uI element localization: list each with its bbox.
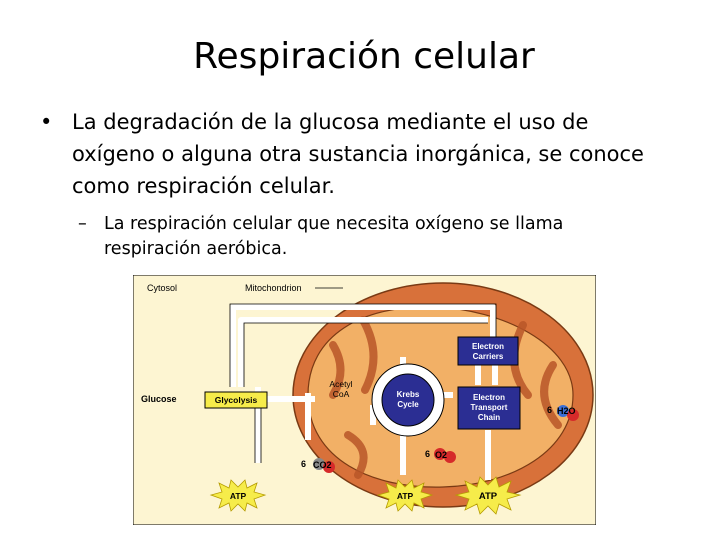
cytosol-label: Cytosol — [147, 283, 177, 293]
o2-molecule-1 — [434, 448, 446, 460]
etc-label-3: Chain — [478, 413, 500, 422]
h2o-molecule-h — [557, 405, 569, 417]
o2-coefficient: 6 — [425, 449, 430, 459]
atp-burst-3: ATP — [454, 476, 522, 515]
etc-label-1: Electron — [473, 393, 505, 402]
h2o-coefficient: 6 — [547, 405, 552, 415]
krebs-label-2: Cycle — [397, 400, 419, 409]
o2-label: O2 — [435, 450, 447, 460]
etc-label-2: Transport — [471, 403, 508, 412]
electron-transport-box — [457, 386, 521, 430]
glycolysis-box — [204, 391, 268, 409]
atp-burst-1: ATP — [209, 479, 267, 512]
atp-label-1: ATP — [230, 491, 247, 501]
cellular-respiration-diagram: Cytosol Mitochondrion Krebs Cycle Glucos… — [132, 274, 597, 526]
electron-carriers-box — [457, 336, 519, 366]
co2-molecule-c — [313, 458, 325, 470]
atp-label-2: ATP — [397, 491, 414, 501]
diagram-svg: Cytosol Mitochondrion Krebs Cycle Glucos… — [132, 274, 597, 526]
h2o-label: H2O — [557, 406, 576, 416]
coa-label: CoA — [333, 389, 350, 399]
co2-coefficient: 6 — [301, 459, 306, 469]
sub-bullet-dash: – — [78, 214, 87, 234]
mitochondrion-label: Mitochondrion — [245, 283, 302, 293]
krebs-label-1: Krebs — [397, 390, 420, 399]
atp-burst-2: ATP — [376, 479, 434, 512]
sub-bullet-1-text: La respiración celular que necesita oxíg… — [104, 214, 564, 259]
atp-label-3: ATP — [479, 491, 498, 502]
bullet-1-text: La degradación de la glucosa mediante el… — [72, 110, 644, 198]
acetyl-label: Acetyl — [329, 379, 352, 389]
slide-title: Respiración celular — [193, 36, 535, 77]
co2-molecule-o — [323, 461, 335, 473]
flow-pipe-outlines — [229, 303, 497, 463]
co2-label: CO2 — [313, 460, 332, 470]
glucose-label: Glucose — [141, 394, 177, 404]
bullet-dot: • — [40, 110, 53, 134]
carriers-label-2: Carriers — [473, 352, 504, 361]
carriers-label-1: Electron — [472, 342, 504, 351]
o2-molecule-2 — [444, 451, 456, 463]
h2o-molecule-o — [567, 409, 579, 421]
krebs-center — [381, 373, 435, 427]
glycolysis-label: Glycolysis — [215, 395, 258, 405]
